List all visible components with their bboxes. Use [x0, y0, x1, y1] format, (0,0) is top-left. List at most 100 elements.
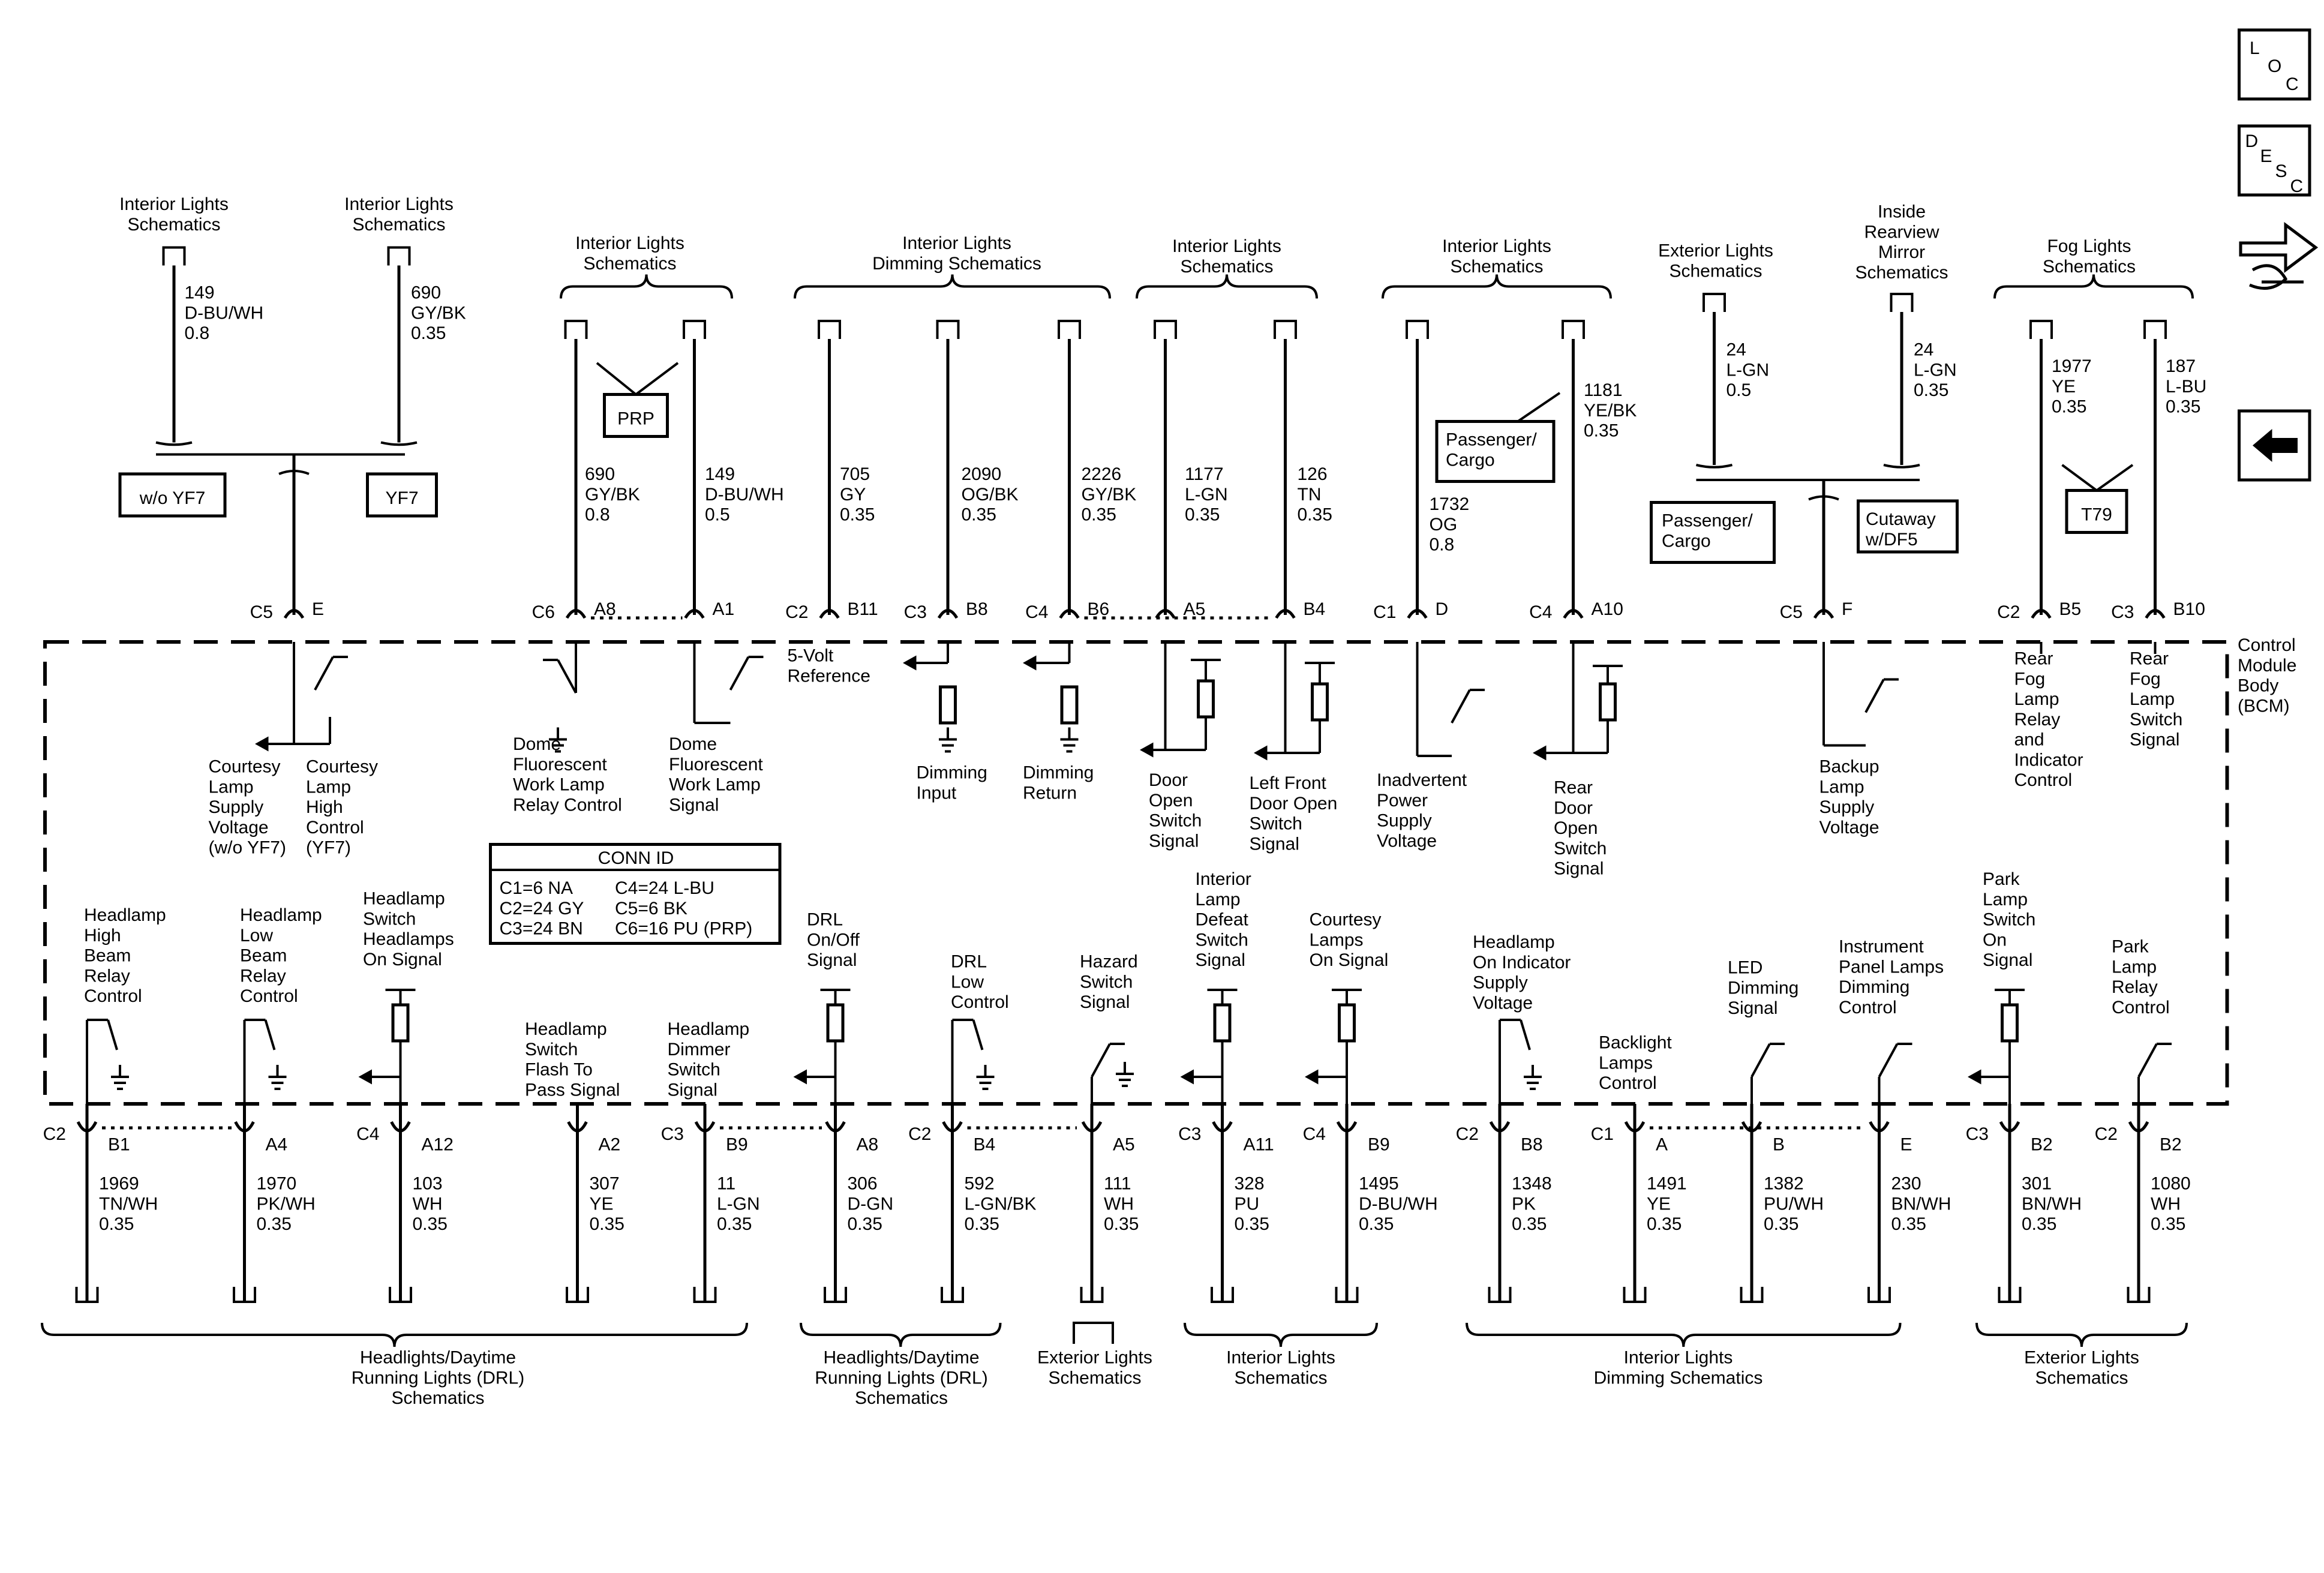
connector-id: C1	[1373, 602, 1396, 622]
wire-color: OG/BK	[962, 485, 1019, 505]
circuit-number: 1495	[1359, 1174, 1399, 1194]
signal-label: Low	[951, 972, 984, 992]
connector-id: C3	[1966, 1124, 1989, 1144]
pointer	[2061, 464, 2098, 492]
break	[155, 441, 193, 446]
resistor	[826, 1003, 845, 1043]
reference-label: Schematics	[855, 1388, 948, 1408]
connector-swap-icon[interactable]	[2239, 222, 2319, 290]
signal-label: Rear	[2014, 649, 2053, 669]
wire-color: L-GN	[1185, 485, 1228, 505]
switch	[2137, 1043, 2158, 1077]
resistor	[1060, 685, 1079, 725]
wire-gauge: 0.35	[1185, 505, 1220, 525]
option-label: Cutaway	[1866, 509, 1936, 529]
resistor	[1197, 679, 1215, 719]
signal-label: Open	[1554, 818, 1598, 838]
loc-icon-letter: L	[2250, 38, 2260, 58]
switch	[1864, 679, 1885, 713]
resistor	[1213, 1003, 1232, 1043]
signal-label: Signal	[668, 1080, 717, 1100]
signal-label: Lamp	[2014, 689, 2059, 709]
internal	[264, 1019, 276, 1050]
arrow-head	[1180, 1069, 1194, 1085]
reference-label: Interior Lights	[1172, 236, 1281, 256]
circuit-number: 301	[2022, 1174, 2052, 1194]
pointer	[596, 362, 637, 396]
connector-id: C4	[1303, 1124, 1326, 1144]
connector-pin	[2145, 609, 2166, 619]
signal-label: Pass Signal	[525, 1080, 620, 1100]
signal-label: Left Front	[1250, 773, 1327, 793]
signal-label: Work Lamp	[669, 775, 761, 795]
pin-id: D	[1436, 599, 1449, 619]
connector-pin	[565, 609, 587, 619]
connector-id: C2	[1997, 602, 2020, 622]
reference-label: Interior Lights	[902, 233, 1011, 253]
signal-label: Defeat	[1196, 910, 1249, 930]
signal-label: Control	[306, 818, 364, 837]
circuit-number: 126	[1298, 464, 1328, 484]
connector-id: C3	[904, 602, 927, 622]
signal-label: Instrument	[1839, 937, 1924, 957]
signal-label: Switch	[668, 1060, 720, 1080]
hand-shape	[2249, 264, 2288, 290]
signal-label: Voltage	[1819, 818, 1879, 837]
resistor	[939, 685, 957, 725]
pin-id: A5	[1184, 599, 1206, 619]
signal-label: Dimmer	[668, 1040, 731, 1059]
signal-label: Lamps	[1599, 1053, 1653, 1073]
terminal	[1890, 293, 1914, 312]
terminal	[162, 246, 186, 266]
reference-label: Dimming Schematics	[872, 254, 1041, 274]
wire-gauge: 0.35	[965, 1214, 999, 1234]
connector-pin	[684, 609, 705, 619]
signal-label: Signal	[1196, 950, 1245, 970]
signal-label: DRL	[807, 910, 843, 930]
signal-label: Backup	[1819, 757, 1879, 777]
signal-label: Park	[2112, 937, 2149, 957]
pin-id: F	[1842, 599, 1852, 619]
bracket	[800, 1322, 1002, 1347]
circuit-number: 1348	[1512, 1174, 1552, 1194]
wire-gauge: 0.35	[2151, 1214, 2185, 1234]
signal-label: Control	[84, 986, 142, 1006]
switch	[1878, 1043, 1899, 1077]
connector-pin	[937, 609, 959, 619]
desc-icon[interactable]	[2238, 124, 2311, 197]
wire-color: TN	[1298, 485, 1322, 505]
arrow-head	[793, 1069, 807, 1085]
terminal	[1274, 320, 1297, 339]
signal-label: Supply	[209, 797, 264, 817]
circuit-number: 230	[1891, 1174, 1921, 1194]
reference-label: Headlights/Daytime	[823, 1348, 979, 1368]
signal-label: Headlamps	[363, 929, 454, 949]
signal-label: Control	[2112, 998, 2170, 1017]
wire-gauge: 0.35	[962, 505, 996, 525]
circuit-number: 2226	[1082, 464, 1122, 484]
circuit-number: 11	[717, 1174, 735, 1194]
signal-label: Beam	[240, 946, 287, 966]
wire-color: OG	[1430, 515, 1458, 535]
signal-label: Lamp	[1983, 890, 2028, 909]
reference-label: Schematics	[2043, 257, 2136, 277]
internal	[107, 1019, 118, 1050]
conn-id-row: C2=24 GY	[500, 899, 584, 918]
reference-label: Interior Lights	[575, 233, 684, 253]
wire-gauge: 0.35	[1647, 1214, 1682, 1234]
circuit-number: 306	[848, 1174, 878, 1194]
connector-id: C3	[661, 1124, 684, 1144]
signal-label: (YF7)	[306, 838, 351, 858]
terminal	[1406, 320, 1429, 339]
loc-icon[interactable]	[2238, 28, 2311, 101]
circuit-number: 690	[411, 283, 441, 303]
pin-id: B	[1773, 1135, 1785, 1155]
signal-label: Dimming	[1023, 763, 1094, 783]
reference-label: Schematics	[1450, 257, 1543, 277]
break	[1883, 464, 1920, 469]
connector-id: C4	[1529, 602, 1552, 622]
wire-color: YE/BK	[1584, 401, 1637, 421]
connector-pin	[2031, 609, 2052, 619]
switch	[1091, 1043, 1111, 1077]
reference-label: Exterior Lights	[1037, 1348, 1152, 1368]
